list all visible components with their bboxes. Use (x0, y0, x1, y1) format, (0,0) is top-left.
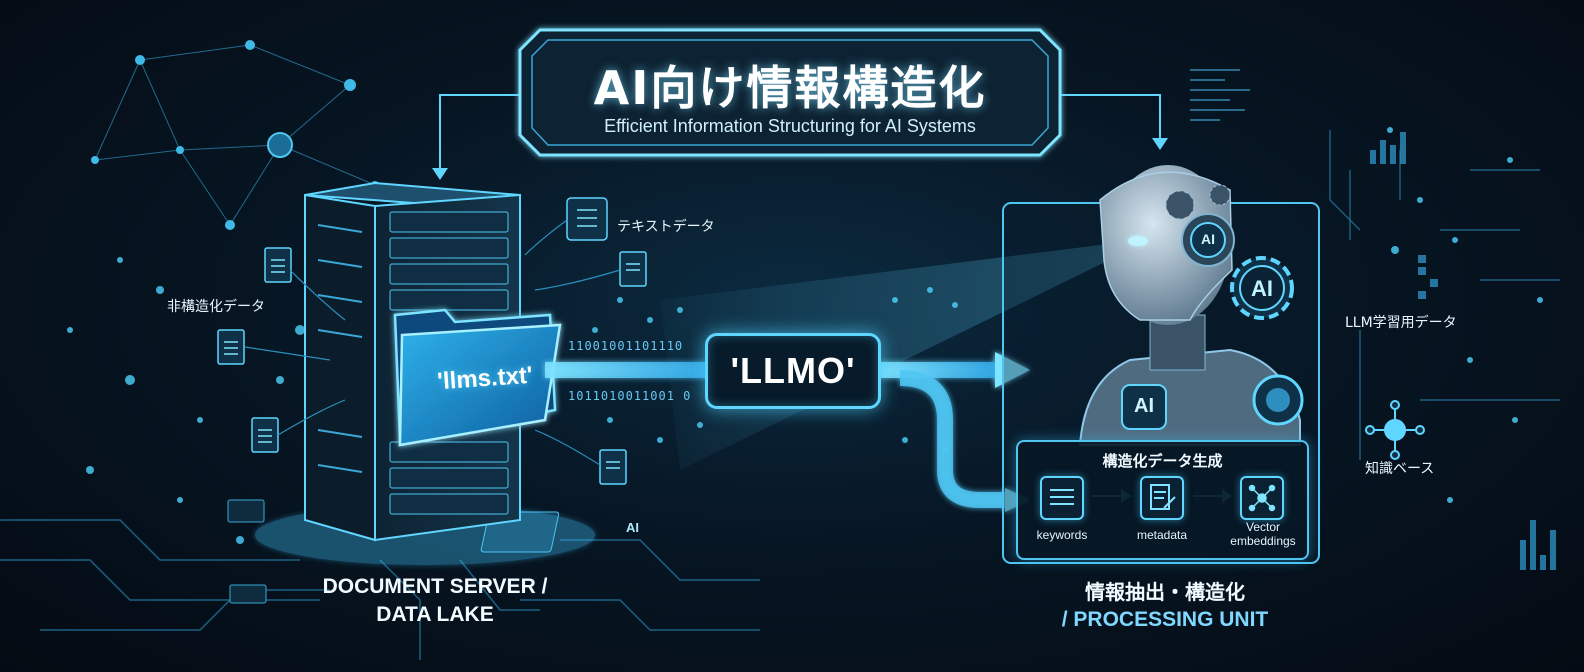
arrow-down-icon (1152, 138, 1168, 150)
document-edit-icon (1140, 476, 1184, 520)
list-icon (1040, 476, 1084, 520)
list-icon-glyph (1050, 489, 1074, 505)
document-connectors-decoration (244, 219, 621, 466)
circuit-traces-decoration (0, 519, 760, 660)
unstructured-data-label: 非構造化データ (167, 299, 265, 315)
step-label-keywords: keywords (1036, 528, 1088, 542)
knowledge-node-icon (1365, 400, 1425, 460)
title-plate-frame (518, 28, 1062, 157)
head-ai-badge: AI (1201, 231, 1215, 247)
gear-ai-badge: AI (1251, 276, 1273, 301)
server-side-vents (317, 224, 363, 473)
arrow-down-icon (432, 168, 448, 180)
processing-caption-line2: / PROCESSING UNIT (1061, 608, 1269, 631)
text-data-label: テキストデータ (617, 219, 715, 235)
chest-ai-badge: AI (1134, 395, 1154, 417)
step-label-metadata: metadata (1136, 528, 1188, 542)
binary-stream-top: 11001001101110 (568, 339, 684, 353)
llms-txt-folder-icon (393, 308, 562, 447)
processing-caption: 情報抽出・構造化 / PROCESSING UNIT (1030, 578, 1300, 634)
network-nodes-icon-glyph (1248, 484, 1276, 512)
document-lines-decoration (224, 209, 640, 469)
network-nodes-icon (1240, 476, 1284, 520)
vision-beam (660, 240, 1140, 470)
structured-data-panel: 構造化データ生成 keywords metadata Vector embedd… (1016, 440, 1309, 560)
bar-graph-decoration (1370, 132, 1556, 570)
chip-ai-label: AI (626, 520, 639, 535)
page-title: AI向け情報構造化 (593, 61, 987, 115)
server-caption: DOCUMENT SERVER / DATA LAKE (300, 573, 570, 629)
server-caption-line2: DATA LAKE (376, 603, 494, 626)
document-icons-decoration (217, 197, 647, 485)
llmo-label-box: 'LLMO' (705, 333, 881, 409)
server-drive-bays (389, 211, 509, 515)
structured-data-title: 構造化データ生成 (1102, 452, 1223, 470)
title-connector-arrows (439, 94, 1161, 170)
server-caption-line1: DOCUMENT SERVER / (322, 575, 548, 598)
right-circuit-decoration (1329, 130, 1560, 460)
binary-stream-bottom: 1011010011001 0 (568, 389, 692, 403)
step-label-vector-embeddings: Vector embeddings (1230, 520, 1296, 548)
llm-training-data-label: LLM学習用データ (1345, 315, 1457, 331)
title-plate: AI向け情報構造化 Efficient Information Structur… (520, 30, 1060, 152)
network-graph-decoration (94, 44, 376, 226)
page-subtitle: Efficient Information Structuring for AI… (604, 116, 976, 136)
gear-icon (1230, 256, 1294, 320)
ai-robot (1078, 165, 1304, 446)
processing-caption-line1: 情報抽出・構造化 (1085, 580, 1245, 604)
document-edit-icon-glyph (1150, 484, 1176, 510)
right-lines-decoration (1190, 69, 1250, 121)
knowledge-base-label: 知識ベース (1365, 461, 1435, 477)
